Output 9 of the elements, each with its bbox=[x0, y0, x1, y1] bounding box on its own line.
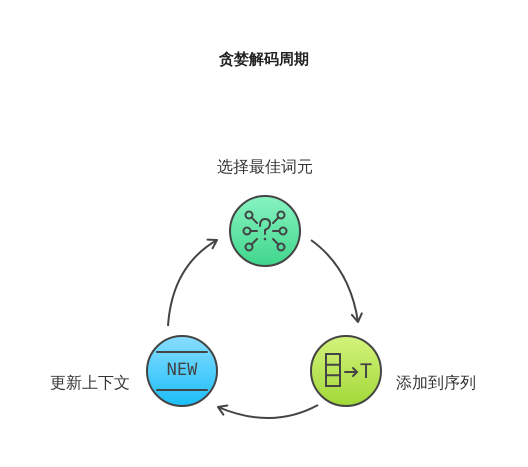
arrow bbox=[217, 404, 318, 419]
arrow bbox=[310, 239, 363, 323]
arrow bbox=[167, 239, 218, 326]
icon-word: NEW bbox=[166, 359, 198, 381]
step-label: 选择最佳词元 bbox=[216, 157, 314, 177]
title: 贪婪解码周期 bbox=[218, 49, 310, 69]
step-label: 添加到序列 bbox=[396, 373, 477, 393]
step-label: 更新上下文 bbox=[49, 373, 130, 393]
icon-letter: T bbox=[360, 359, 372, 383]
